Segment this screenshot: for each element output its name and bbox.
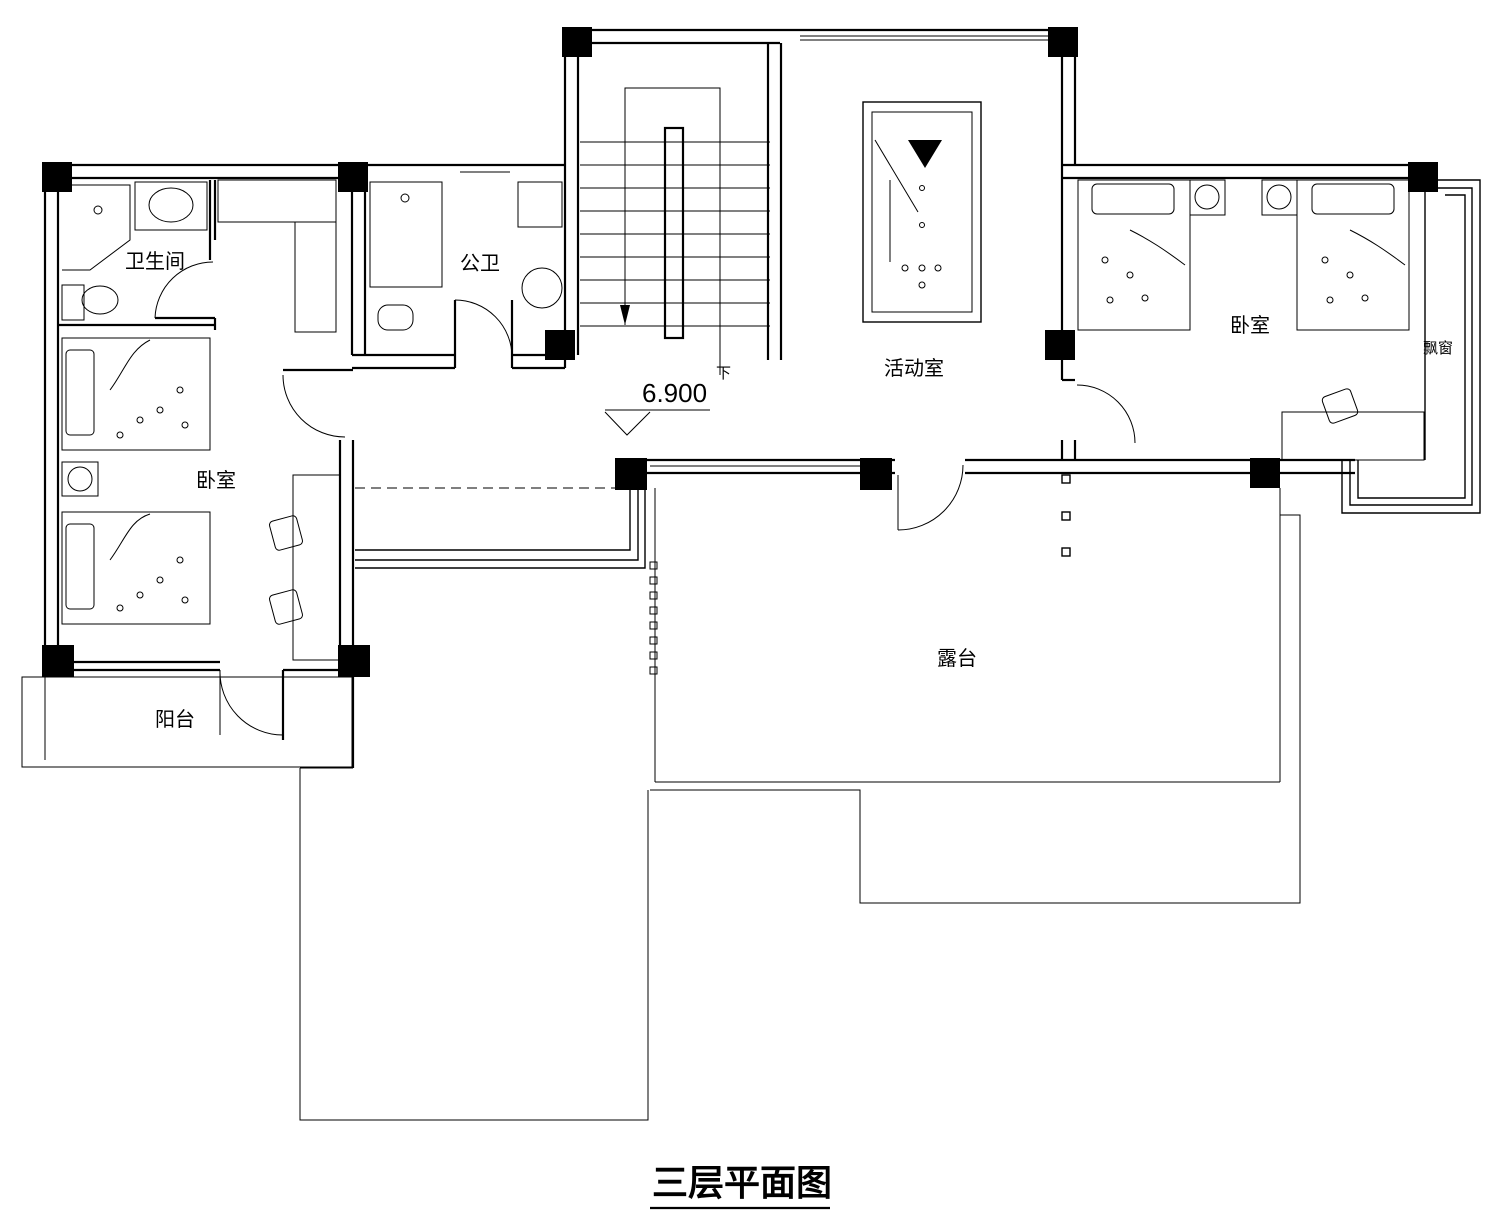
room-label-balcony: 阳台 bbox=[155, 707, 195, 731]
exterior-walls bbox=[43, 28, 1481, 670]
bed-left-2 bbox=[61, 511, 211, 625]
bed-left-1 bbox=[61, 337, 211, 451]
terrace-outline bbox=[299, 487, 1301, 1121]
activity-door bbox=[897, 464, 964, 531]
room-label-bedroom-left: 卧室 bbox=[196, 468, 236, 492]
room-label-bay-window: 飘窗 bbox=[1423, 339, 1453, 357]
columns bbox=[42, 27, 1438, 677]
room-label-terrace: 露台 bbox=[937, 646, 977, 670]
staircase bbox=[580, 43, 783, 375]
elevation-value: 6.900 bbox=[642, 378, 707, 408]
room-label-public-toilet: 公卫 bbox=[460, 251, 500, 275]
top-window bbox=[800, 35, 1050, 41]
chairs-left bbox=[268, 515, 304, 625]
billiard-table bbox=[862, 101, 982, 323]
bathroom-fixtures bbox=[61, 181, 208, 321]
plan-title: 三层平面图 bbox=[652, 1163, 832, 1204]
right-bedroom-furniture bbox=[1076, 179, 1425, 461]
room-label-activity-room: 活动室 bbox=[884, 356, 944, 380]
elevation-marker: 6.900 下 bbox=[604, 364, 731, 436]
public-toilet-walls bbox=[350, 135, 580, 370]
left-block-walls bbox=[21, 179, 355, 768]
terrace-posts bbox=[649, 474, 1071, 675]
room-label-bedroom-right: 卧室 bbox=[1230, 313, 1270, 337]
nightstand-left bbox=[61, 461, 99, 497]
room-label-bathroom: 卫生间 bbox=[125, 249, 185, 273]
stair-direction-label: 下 bbox=[716, 364, 731, 382]
